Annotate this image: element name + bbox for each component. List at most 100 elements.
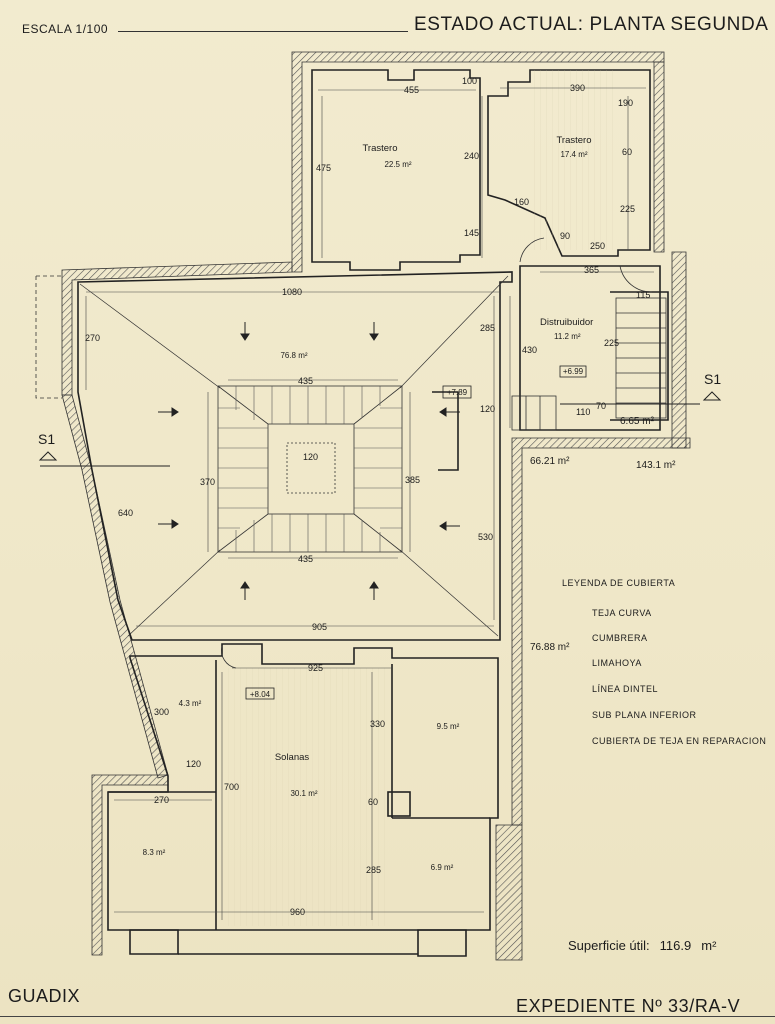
useful-surface-value: 116.9 xyxy=(659,938,692,953)
level-tags: +7.89 +6.99 +8.04 xyxy=(245,365,587,700)
section-marker-right xyxy=(702,391,722,401)
dim-1080: 1080 xyxy=(282,287,302,297)
level-solanas: +8.04 xyxy=(250,690,271,699)
room-area-trastero-1: 22.5 m² xyxy=(384,160,411,169)
level-patio: +7.89 xyxy=(447,388,468,397)
room-area-stair-landing: 6.65 m² xyxy=(620,416,655,427)
dim-435b: 435 xyxy=(298,554,313,564)
dim-60a: 60 xyxy=(622,147,632,157)
dim-370: 370 xyxy=(200,477,215,487)
central-stair xyxy=(217,385,403,553)
dim-700: 700 xyxy=(224,782,239,792)
section-label-right: S1 xyxy=(704,371,721,387)
ghost-outline xyxy=(35,275,62,399)
room-area-distribuidor: 11.2 m² xyxy=(554,332,581,341)
room-name-trastero-2: Trastero xyxy=(556,135,591,146)
dim-120a: 120 xyxy=(303,452,318,462)
distribuidor-stair xyxy=(511,297,667,431)
section-label-left: S1 xyxy=(38,431,55,447)
dim-225a: 225 xyxy=(620,204,635,214)
dim-285a: 285 xyxy=(480,323,495,333)
slope-arrows xyxy=(158,322,460,600)
solanas-walls xyxy=(107,643,499,957)
dim-120b: 120 xyxy=(480,404,495,414)
dim-640: 640 xyxy=(118,508,133,518)
dim-960: 960 xyxy=(290,907,305,917)
dim-390: 390 xyxy=(570,83,585,93)
useful-surface-unit: m² xyxy=(701,938,717,953)
legend-item-1: TEJA CURVA xyxy=(592,608,652,618)
total-area-c: 76.88 m² xyxy=(530,642,570,653)
dim-270a: 270 xyxy=(85,333,100,343)
dim-330: 330 xyxy=(370,719,385,729)
dim-115: 115 xyxy=(636,290,650,300)
solanas-floor-marks xyxy=(228,668,388,926)
dim-250: 250 xyxy=(590,241,605,251)
total-areas: 66.21 m² 143.1 m² 76.88 m² xyxy=(530,456,676,653)
dim-100: 100 xyxy=(462,76,477,86)
door-swing-1 xyxy=(619,265,653,293)
storage-floor-marks xyxy=(530,70,618,250)
section-labels: S1 S1 xyxy=(38,371,721,447)
dim-225b: 225 xyxy=(604,338,619,348)
dim-530: 530 xyxy=(478,532,493,542)
patio-outline xyxy=(77,271,513,641)
dim-285b: 285 xyxy=(366,865,381,875)
legend-item-5: SUB PLANA INFERIOR xyxy=(592,710,697,720)
legend-item-6: CUBIERTA DE TEJA EN REPARACION xyxy=(592,736,766,746)
room-area-small-right: 9.5 m² xyxy=(437,722,460,731)
dim-90: 90 xyxy=(560,231,570,241)
room-area-bottom-left: 8.3 m² xyxy=(143,848,166,857)
door-swing-3 xyxy=(221,645,237,669)
room-area-small-left: 4.3 m² xyxy=(179,699,202,708)
dim-190: 190 xyxy=(618,98,633,108)
drawing-title: ESTADO ACTUAL: PLANTA SEGUNDA xyxy=(414,14,769,35)
title-rule xyxy=(118,31,408,32)
dim-240: 240 xyxy=(464,151,479,161)
dim-270b: 270 xyxy=(154,795,169,805)
scale-label: ESCALA 1/100 xyxy=(22,22,109,36)
total-area-b: 143.1 m² xyxy=(636,460,676,471)
room-area-trastero-2: 17.4 m² xyxy=(560,150,587,159)
section-marker-left xyxy=(38,451,58,461)
legend-item-4: LÍNEA DINTEL xyxy=(592,684,658,694)
dim-925: 925 xyxy=(308,663,323,673)
expediente-label: EXPEDIENTE Nº 33/RA-V xyxy=(516,996,741,1016)
dim-385: 385 xyxy=(405,475,420,485)
room-name-distribuidor: Distruibuidor xyxy=(540,317,593,328)
roof-hips xyxy=(79,275,509,637)
door-swing-2 xyxy=(519,237,545,263)
level-distribuidor: +6.99 xyxy=(563,367,584,376)
legend-item-2: CUMBRERA xyxy=(592,633,648,643)
dim-160: 160 xyxy=(514,197,529,207)
storage-rooms xyxy=(311,69,651,271)
dimension-lines xyxy=(85,87,654,920)
dim-110: 110 xyxy=(576,407,590,417)
dim-365: 365 xyxy=(584,265,599,275)
dim-60b: 60 xyxy=(368,797,378,807)
dim-120c: 120 xyxy=(186,759,201,769)
patio-inner-wall xyxy=(432,391,459,471)
faded-legend: LEYENDA DE CUBIERTA TEJA CURVA CUMBRERA … xyxy=(562,578,766,746)
dim-435a: 435 xyxy=(298,376,313,386)
dim-430: 430 xyxy=(522,345,537,355)
room-area-patio: 76.8 m² xyxy=(280,351,307,360)
dim-300: 300 xyxy=(154,707,169,717)
useful-surface-label: Superficie útil: xyxy=(568,938,650,953)
dim-455: 455 xyxy=(404,85,419,95)
room-name-solanas: Solanas xyxy=(275,752,310,763)
useful-surface: Superficie útil: 116.9 m² xyxy=(568,938,716,953)
room-area-solanas: 30.1 m² xyxy=(290,789,317,798)
dim-905: 905 xyxy=(312,622,327,632)
legend-title: LEYENDA DE CUBIERTA xyxy=(562,578,675,588)
footer-rule xyxy=(0,1016,775,1017)
dimension-labels: 455 100 390 190 475 240 60 225 160 90 25… xyxy=(85,76,650,917)
room-labels: Trastero 22.5 m² Trastero 17.4 m² Distru… xyxy=(143,135,655,872)
dim-475: 475 xyxy=(316,163,331,173)
distribuidor-walls xyxy=(519,265,669,431)
dim-145: 145 xyxy=(464,228,479,238)
total-area-a: 66.21 m² xyxy=(530,456,570,467)
dim-70: 70 xyxy=(596,401,606,411)
